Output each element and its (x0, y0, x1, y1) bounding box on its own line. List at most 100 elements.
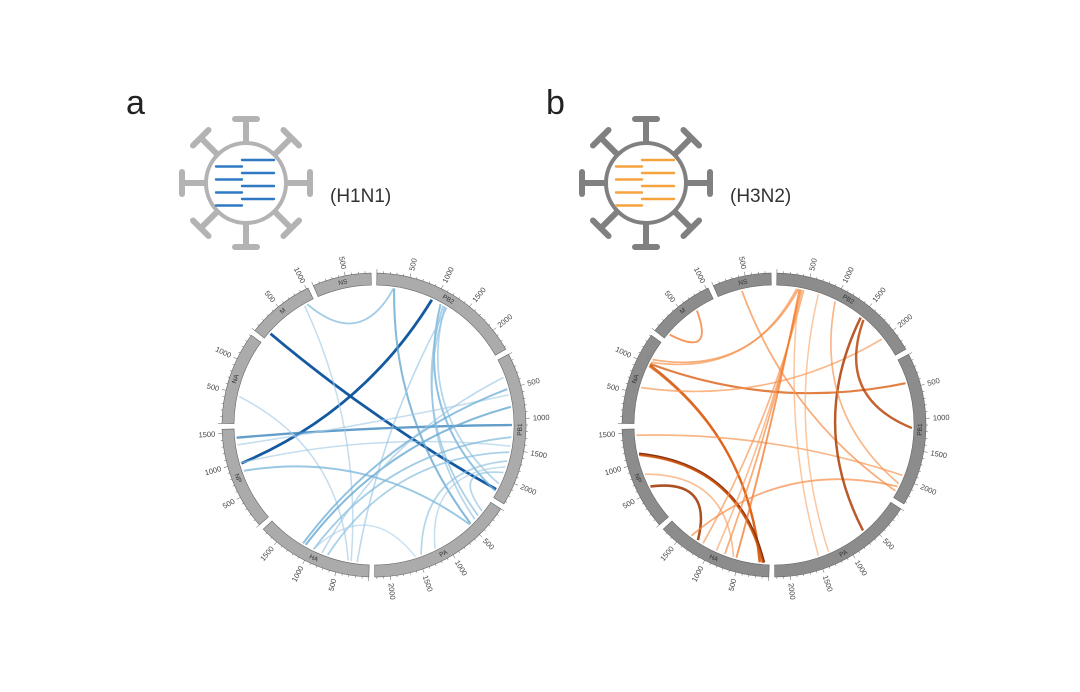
tick (863, 547, 866, 550)
link-M-HA (303, 305, 354, 562)
tick (633, 356, 638, 360)
tick (916, 477, 919, 479)
tick (435, 283, 437, 287)
tick (869, 303, 873, 307)
tick (711, 281, 714, 286)
tick (627, 472, 630, 474)
tick (463, 547, 466, 550)
tick (622, 389, 627, 391)
spike-cap (280, 217, 303, 240)
tick (715, 565, 718, 568)
tick-label: 500 (221, 497, 236, 511)
tick (311, 281, 314, 286)
link-PB2-PA (393, 288, 472, 525)
tick (884, 318, 886, 321)
tick (709, 563, 711, 566)
segment-label: PB1 (517, 423, 524, 436)
tick (920, 464, 923, 466)
link-PB2-PA (804, 294, 830, 553)
tick (896, 334, 899, 336)
segment-arc (712, 272, 772, 298)
tick (518, 470, 521, 472)
tick (245, 508, 248, 511)
tick-label: 1500 (198, 430, 215, 440)
tick (722, 568, 724, 571)
tick-label: 1000 (533, 413, 550, 423)
tick (230, 478, 233, 481)
tick (883, 529, 886, 532)
tick (227, 376, 230, 378)
tick (479, 534, 483, 538)
link-PB2-PA (431, 306, 476, 520)
tick-label: 500 (206, 381, 220, 393)
tick (452, 293, 455, 296)
tick (674, 541, 678, 546)
segment-label: NS (738, 278, 749, 287)
segment-arc (254, 287, 314, 339)
tick (879, 534, 883, 538)
segment-arc (774, 501, 902, 578)
tick (671, 309, 674, 312)
link-HA-PB2 (715, 289, 803, 551)
tick (841, 285, 844, 289)
tick-label: 500 (263, 289, 278, 304)
tick (334, 572, 337, 577)
tick (918, 378, 921, 380)
tick (888, 524, 891, 527)
tick (888, 323, 891, 326)
tick (625, 383, 628, 385)
tick-label: 2000 (896, 312, 915, 329)
tick (344, 271, 346, 276)
link-M-PB2 (306, 287, 395, 325)
tick (523, 451, 528, 453)
link-NP-PA (243, 465, 471, 526)
tick (632, 363, 635, 366)
tick-label: 1000 (290, 564, 306, 583)
link-HA-PB1 (326, 451, 510, 556)
tick (623, 466, 628, 468)
tick (916, 371, 919, 373)
link-PA-HA (313, 524, 416, 558)
tick (318, 281, 320, 284)
tick (847, 558, 849, 561)
segment-arc (221, 334, 262, 424)
tick (245, 340, 248, 342)
tick (227, 472, 230, 474)
tick (914, 365, 917, 367)
tick (874, 538, 877, 541)
segment-label: M (679, 307, 688, 316)
tick (675, 303, 679, 308)
segment-arc (621, 428, 669, 526)
link-PB2-PB1 (855, 319, 913, 430)
tick (923, 451, 928, 453)
tick-label: 500 (663, 289, 678, 304)
tick (416, 277, 418, 280)
tick (816, 570, 818, 573)
tick (920, 384, 925, 386)
tick-label: 500 (606, 381, 620, 393)
tick-label: 1000 (214, 345, 233, 360)
tick (492, 519, 495, 522)
tick (496, 334, 499, 336)
segment-arc (654, 287, 714, 339)
tick (734, 572, 737, 577)
tick (656, 524, 660, 528)
tick (835, 564, 837, 567)
tick (682, 301, 684, 303)
spike-cap (680, 126, 703, 149)
tick (665, 532, 668, 535)
tick (469, 543, 471, 546)
panel-a-strain-label: (H1N1) (330, 186, 392, 207)
tick (724, 278, 727, 281)
panel-b-letter: b (546, 84, 565, 122)
link-HA-PB2 (735, 289, 801, 559)
link-HA-PB1 (321, 376, 504, 554)
link-NP-PB2 (240, 298, 434, 465)
tick (852, 554, 856, 559)
